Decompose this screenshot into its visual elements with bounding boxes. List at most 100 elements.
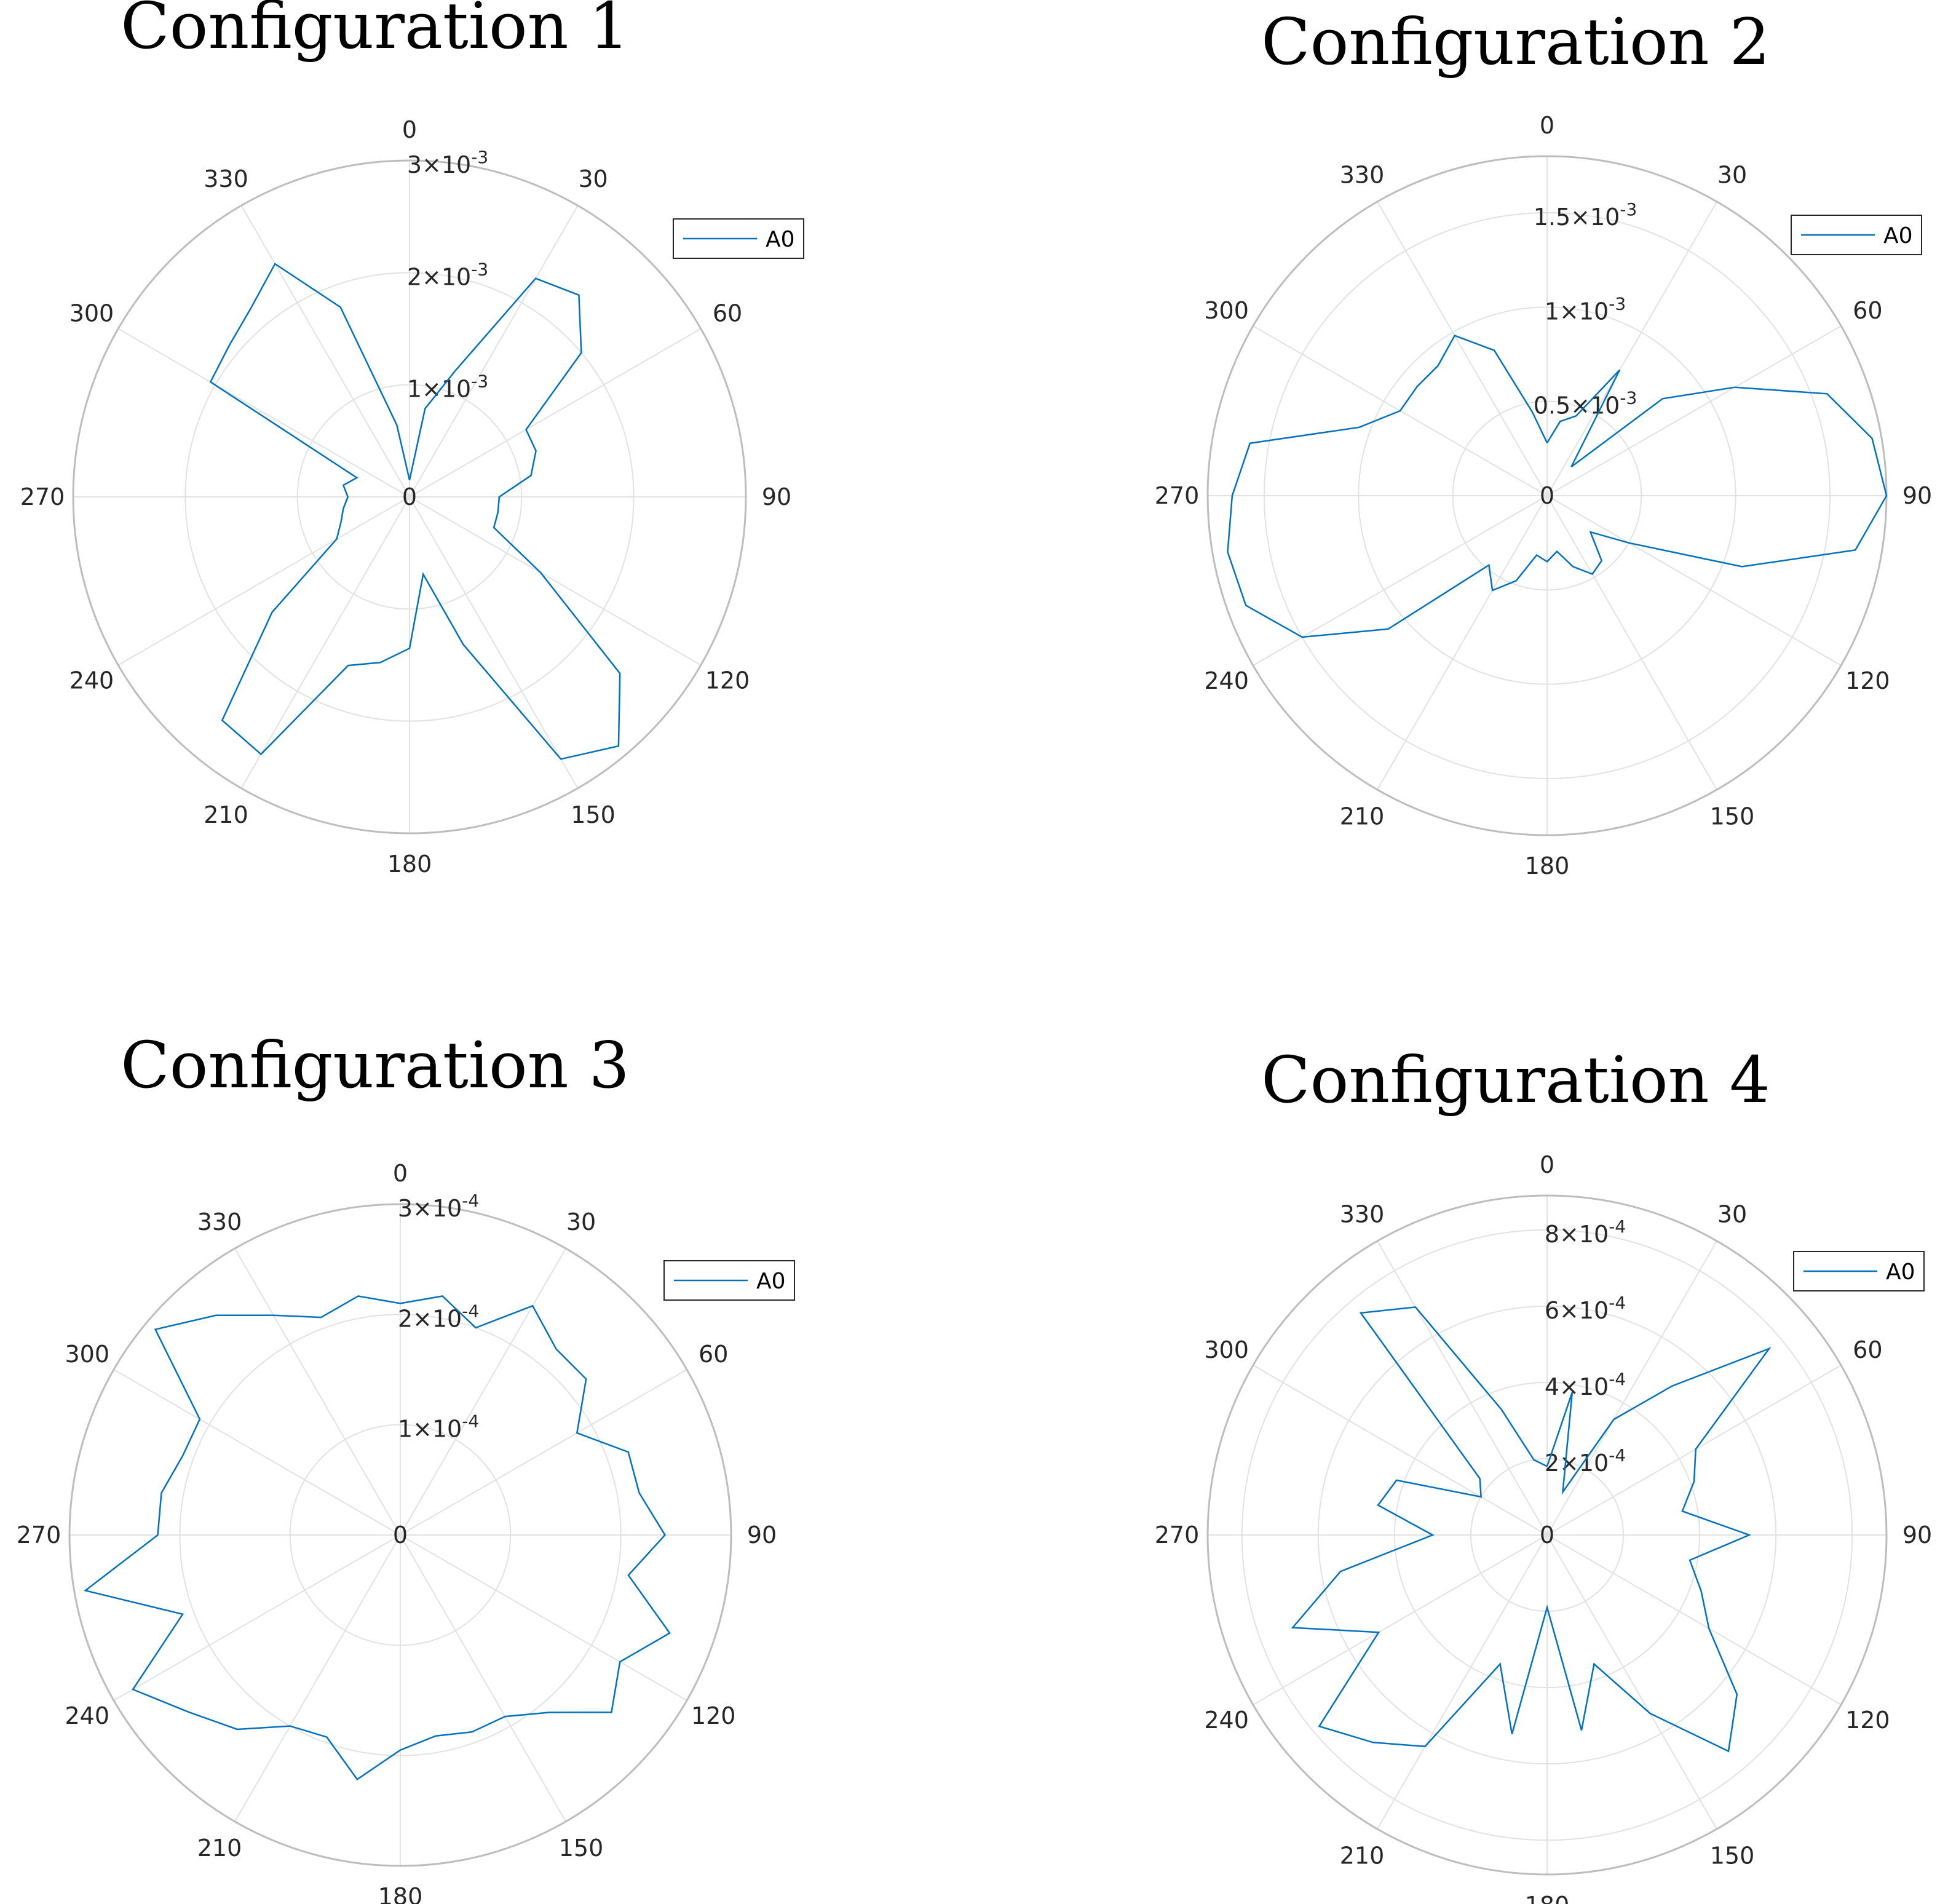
angle-tick-label: 30 [1717,162,1747,189]
angle-tick-label: 30 [578,165,608,192]
grid-ring [184,272,635,722]
grid-ring [1470,1458,1625,1612]
series-line-A0 [1227,335,1888,638]
grid-ring [179,1314,622,1756]
legend-label: A0 [1886,1259,1915,1285]
spoke-60 [409,328,702,498]
angle-tick-label: 330 [197,1208,242,1236]
spoke-150 [400,1534,566,1822]
spoke-30 [409,205,579,498]
grid-ring [1452,400,1642,591]
angle-tick-label: 330 [204,165,248,192]
grid-ring [1317,1305,1777,1765]
angle-tick-label: 0 [393,1160,408,1187]
radial-tick-label: 1.5×10-3 [1534,199,1637,231]
angle-tick-label: 0 [1540,112,1554,139]
radial-tick-label: 3×10-3 [407,147,488,178]
spoke-210 [1377,495,1548,790]
spoke-240 [1253,1534,1548,1705]
spoke-30 [1546,1240,1717,1536]
spoke-330 [1377,201,1548,496]
angle-tick-label: 240 [1204,1707,1249,1734]
angle-tick-label: 270 [17,1521,61,1549]
angle-tick-label: 150 [1710,803,1755,830]
angle-tick-label: 30 [566,1208,596,1236]
angle-tick-label: 270 [20,483,65,510]
angle-tick-label: 120 [705,667,750,694]
angle-tick-label: 150 [559,1835,604,1862]
spoke-240 [1253,495,1548,666]
chart-title: Configuration 4 [1261,1042,1770,1117]
spoke-120 [400,1534,687,1701]
angle-tick-label: 90 [1902,1521,1932,1549]
radial-tick-label: 3×10-4 [398,1191,479,1222]
angle-tick-label: 180 [1525,852,1570,879]
angle-tick-label: 90 [1902,482,1932,509]
radial-tick-label: 6×10-4 [1545,1293,1626,1324]
spoke-120 [1546,1534,1842,1705]
spoke-300 [113,1369,401,1536]
spoke-300 [1253,1365,1548,1536]
angle-tick-label: 330 [1340,1201,1385,1228]
angle-tick-label: 60 [713,300,742,327]
outer-ring [68,1203,732,1867]
legend: A0 [673,218,804,259]
spoke-30 [1546,201,1717,496]
angle-tick-label: 180 [378,1883,423,1904]
angle-tick-label: 120 [1845,1707,1890,1734]
spoke-150 [1546,1534,1717,1830]
legend-label: A0 [1883,223,1913,248]
grid-ring [1358,306,1736,685]
radial-tick-label: 8×10-4 [1545,1216,1626,1248]
radial-tick-label: 1×10-3 [1545,293,1626,325]
angle-tick-label: 240 [65,1702,110,1729]
radial-tick-label: 1×10-3 [407,371,488,403]
polar-chart-configuration-1: Configuration 1 030609012015018021024027… [20,0,804,878]
angle-tick-label: 180 [1525,1892,1570,1904]
radial-tick-label: 0 [1540,1521,1554,1549]
angle-tick-label: 270 [1155,1521,1200,1549]
polar-chart-configuration-3: Configuration 3 030609012015018021024027… [17,1028,795,1904]
series-line-A0 [209,263,621,760]
angle-tick-label: 180 [387,851,432,878]
angle-tick-label: 150 [1710,1842,1755,1869]
spoke-150 [409,496,579,789]
grid-ring [1264,212,1831,779]
angle-tick-label: 270 [1155,482,1200,509]
series-line-A0 [83,1295,671,1781]
angle-tick-label: 30 [1717,1201,1747,1228]
radial-tick-label: 1×10-4 [398,1411,479,1443]
angle-tick-label: 0 [1540,1151,1554,1178]
radial-tick-label: 2×10-4 [398,1301,479,1332]
angle-tick-label: 210 [1340,803,1385,830]
angle-tick-label: 210 [204,801,248,828]
grid-ring [296,384,523,610]
angle-tick-label: 300 [1204,1336,1249,1363]
chart-title: Configuration 2 [1261,4,1770,79]
angle-tick-label: 330 [1340,162,1385,189]
grid-ring [289,1424,512,1646]
spoke-330 [1377,1240,1548,1536]
spoke-30 [400,1248,566,1536]
radial-tick-label: 2×10-3 [407,259,488,290]
angle-tick-label: 300 [1204,297,1249,324]
spoke-240 [113,1534,401,1701]
spoke-330 [234,1248,401,1536]
spoke-210 [240,496,410,789]
chart-title: Configuration 3 [121,1028,630,1103]
outer-ring [1206,1194,1888,1876]
angle-tick-label: 90 [762,483,791,510]
chart-title: Configuration 1 [121,0,630,63]
angle-tick-label: 60 [699,1341,728,1368]
angle-tick-label: 240 [69,667,114,694]
angle-tick-label: 210 [197,1835,242,1862]
spoke-210 [234,1534,401,1822]
angle-tick-label: 60 [1853,297,1882,324]
spoke-120 [1546,495,1842,666]
angle-tick-label: 120 [1845,667,1890,694]
spoke-240 [117,496,410,666]
radial-tick-label: 0 [402,483,417,510]
legend-label: A0 [756,1269,786,1294]
polar-chart-configuration-2: Configuration 2 030609012015018021024027… [1155,4,1932,879]
